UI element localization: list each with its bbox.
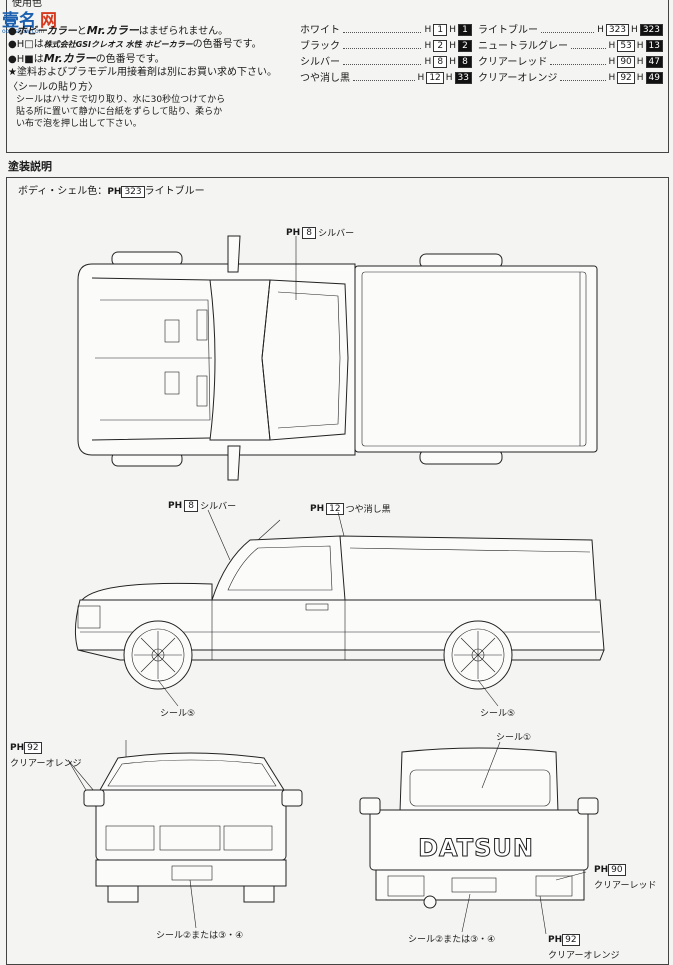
note-4: ★塗料およびプラモデル用接着剤は別にお買い求め下さい。	[8, 67, 277, 78]
header-panel	[6, 0, 669, 153]
watermark-right: 网	[40, 11, 57, 31]
callout-rear-seal: シール②または③・④	[408, 935, 496, 945]
sticker-title: 〈シールの貼り方〉	[8, 82, 98, 93]
watermark-url: ooo.show.com	[2, 28, 45, 35]
note-3: ●H■はMr.カラーの色番号です。	[8, 52, 165, 65]
watermark-left: 壹名	[2, 11, 36, 31]
painting-title: 塗装説明	[8, 160, 52, 173]
note-2: ●H□は株式会社GSIクレオス 水性 ホビーカラーの色番号です。	[8, 39, 262, 50]
callout-seal5-right: シール⑤	[480, 709, 516, 719]
callout-front-seal: シール②または③・④	[156, 931, 244, 941]
mr-color-logo: Mr.カラー	[86, 24, 139, 37]
mr-color-logo: Mr.カラー	[43, 52, 96, 65]
sticker-line-2: 貼る所に置いて静かに台紙をずらして貼り、柔らか	[16, 107, 223, 117]
sticker-line-1: シールはハサミで切り取り、水に30秒位つけてから	[16, 95, 226, 105]
tailgate-lettering: DATSUN	[418, 834, 534, 863]
watermark-logo: 壹名 网 ooo.show.com	[0, 6, 70, 36]
callout-seal1: シール①	[496, 733, 532, 743]
colors-section-title: 使用色	[12, 0, 42, 9]
note-1: ●ホビーカラーとMr.カラーはまぜられません。	[8, 24, 229, 37]
notes-block: ●ホビーカラーとMr.カラーはまぜられません。 ●H□は株式会社GSIクレオス …	[8, 24, 298, 131]
sticker-line-3: い布で泡を押し出して下さい。	[16, 119, 142, 129]
callout-seal5-left: シール⑤	[160, 709, 196, 719]
